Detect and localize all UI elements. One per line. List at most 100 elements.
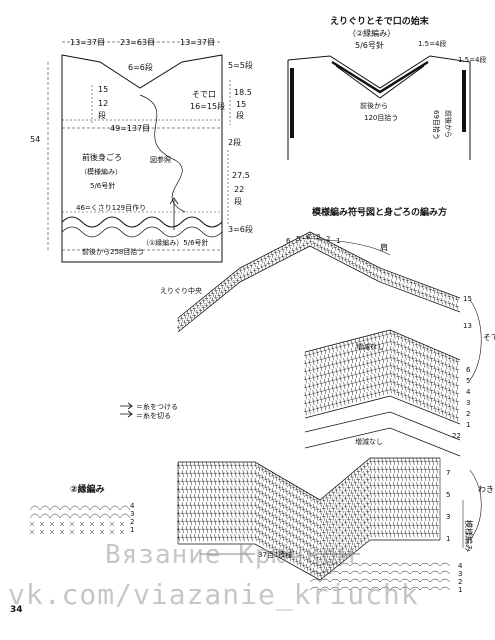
stitch-mark — [426, 385, 429, 394]
stitch-mark — [261, 505, 264, 514]
stitch-mark — [435, 481, 438, 490]
stitch-mark — [258, 471, 261, 480]
stitch-mark — [210, 501, 213, 510]
scallop-stitch — [409, 570, 421, 575]
stitch-mark — [400, 465, 403, 474]
stitch-mark — [49, 529, 55, 535]
scallop-stitch — [439, 578, 451, 583]
stitch-mark — [339, 382, 342, 391]
stitch-mark — [258, 487, 261, 496]
scallop-stitch — [329, 562, 341, 567]
stitch-mark — [226, 501, 229, 510]
stitch-mark — [412, 497, 415, 506]
stitch-mark — [214, 287, 217, 295]
scallop-stitch — [429, 562, 441, 567]
row-15: 15 — [463, 295, 472, 303]
stitch-mark — [271, 479, 274, 488]
stitch-mark — [441, 400, 444, 408]
stitch-mark — [338, 484, 341, 492]
stitch-mark — [355, 255, 358, 262]
stitch-mark — [397, 381, 400, 389]
stitch-mark — [422, 344, 425, 352]
stitch-mark — [400, 497, 403, 506]
stitch-mark — [261, 529, 264, 538]
stitch-mark — [327, 247, 330, 255]
stitch-mark — [271, 535, 274, 544]
stitch-mark — [268, 493, 271, 502]
stitch-mark — [424, 457, 427, 466]
stitch-mark — [214, 517, 217, 526]
stitch-mark — [360, 497, 363, 506]
edging-title: ②縁編み — [70, 483, 105, 495]
stitch-mark — [324, 370, 327, 379]
stitch-mark — [351, 513, 353, 522]
stitch-mark — [348, 251, 351, 259]
stitch-mark — [224, 287, 227, 294]
stitch-mark — [354, 362, 357, 371]
edging-2-diagram: ②縁編み 4 3 2 1 — [29, 483, 135, 535]
stitch-mark — [335, 542, 338, 551]
stitch-mark — [230, 485, 233, 494]
stitch-mark — [415, 365, 418, 373]
stitch-mark — [396, 497, 399, 506]
stitch-mark — [424, 473, 427, 482]
stitch-mark — [292, 539, 295, 548]
stitch-mark — [369, 465, 372, 474]
stitch-mark — [351, 347, 354, 356]
scallop-stitch — [309, 578, 321, 583]
stitch-mark — [285, 479, 288, 488]
stitch-mark — [366, 375, 369, 384]
stitch-mark — [396, 481, 399, 490]
stitch-mark — [363, 463, 366, 471]
stitch-mark — [234, 533, 237, 542]
edging-row-3: 3 — [130, 510, 134, 518]
stitch-mark — [210, 533, 213, 542]
stitch-mark — [254, 485, 257, 494]
stitch-mark — [424, 521, 427, 530]
stitch-mark — [400, 358, 403, 366]
stitch-mark — [299, 527, 302, 536]
stitch-mark — [452, 364, 455, 373]
stitch-mark — [322, 537, 325, 545]
stitch-mark — [189, 525, 192, 534]
stitch-mark — [335, 558, 338, 567]
row-low-7: 7 — [446, 469, 450, 477]
stitch-mark — [246, 271, 249, 278]
stitch-mark — [292, 240, 295, 248]
stitch-mark — [337, 253, 340, 260]
stitch-mark — [324, 402, 327, 411]
scallop-stitch — [339, 562, 351, 567]
stitch-mark — [275, 505, 278, 514]
stitch-mark — [302, 553, 305, 562]
stitch-mark — [358, 393, 361, 402]
stitch-mark — [239, 274, 242, 282]
stitch-mark — [428, 529, 431, 538]
stitch-mark — [404, 497, 407, 506]
stitch-mark — [302, 545, 305, 554]
stitch-mark — [351, 339, 354, 348]
stitch-mark — [400, 366, 403, 374]
stitch-mark — [339, 358, 342, 367]
stitch-mark — [357, 524, 360, 532]
scallop-stitch — [99, 513, 111, 519]
stitch-mark — [295, 541, 298, 550]
stitch-mark — [320, 379, 323, 388]
scallop-stitch — [399, 586, 411, 591]
stitch-mark — [381, 489, 384, 498]
stitch-mark — [282, 525, 285, 534]
stitch-mark — [257, 258, 260, 266]
stitch-mark — [404, 513, 407, 522]
stitch-mark — [250, 533, 253, 542]
stitch-mark — [288, 505, 291, 514]
stitch-mark — [400, 350, 403, 358]
stitch-mark — [271, 471, 274, 480]
stitch-mark — [329, 492, 332, 500]
stitch-mark — [119, 521, 125, 527]
stitch-mark — [365, 260, 368, 268]
scallop-stitch — [69, 505, 81, 511]
stitch-mark — [198, 477, 201, 486]
stitch-mark — [335, 383, 338, 392]
stitch-mark — [408, 361, 411, 370]
scallop-stitch — [79, 513, 91, 519]
